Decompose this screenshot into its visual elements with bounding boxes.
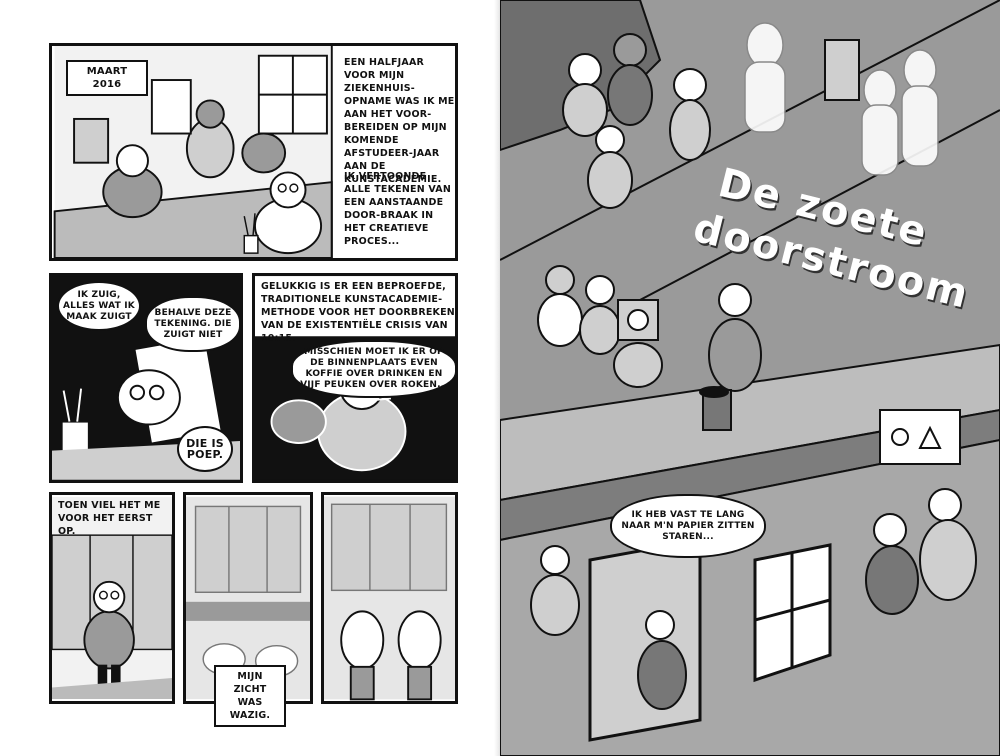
artist-noticing-illustration (52, 497, 172, 699)
blurry-hands-illustration (186, 496, 310, 700)
narration-caption-method: Gelukkig is er een beproefde, traditione… (261, 281, 455, 344)
speech-bubble-poop: Die is poep. (177, 426, 233, 472)
panel-self-critique: Ik zuig, alles wat ik maak zuigt Behalve… (49, 273, 243, 483)
speech-bubble-i-suck: Ik zuig, alles wat ik maak zuigt (57, 281, 141, 331)
thought-bubble-coffee: Misschien moet ik er op de binnenplaats … (291, 340, 455, 398)
narration-caption-blurry: Mijn zicht was wazig. (214, 665, 286, 727)
narration-caption-1: Een halfjaar voor mijn ziekenhuis-opname… (344, 57, 455, 185)
left-comic-page: Maart 2016 Een halfjaar voor mijn zieken… (49, 43, 458, 727)
panel-studio: Maart 2016 Een halfjaar voor mijn zieken… (49, 43, 458, 261)
narration-caption-noticed: Toen viel het me voor het eerst op. (58, 500, 161, 537)
courtyard-illustration (500, 0, 1000, 756)
date-caption: Maart 2016 (66, 60, 148, 96)
speech-bubble-staring: Ik heb vast te lang naar m'n papier zitt… (610, 494, 766, 558)
raised-hands-illustration (324, 496, 455, 701)
narration-caption-2: Ik vertoonde alle tekenen van een aansta… (344, 171, 451, 247)
studio-illustration (53, 46, 333, 258)
right-comic-page: De zoete doorstroom Ik heb vast te lang … (500, 0, 1000, 756)
panel-blurry-view (183, 492, 313, 704)
panel-coffee-break: Gelukkig is er een beproefde, traditione… (252, 273, 458, 483)
speech-bubble-except-this: Behalve deze tekening. Die zuigt niet (145, 296, 240, 352)
panel-hands (321, 492, 458, 704)
panel-noticed: Toen viel het me voor het eerst op. (49, 492, 175, 704)
